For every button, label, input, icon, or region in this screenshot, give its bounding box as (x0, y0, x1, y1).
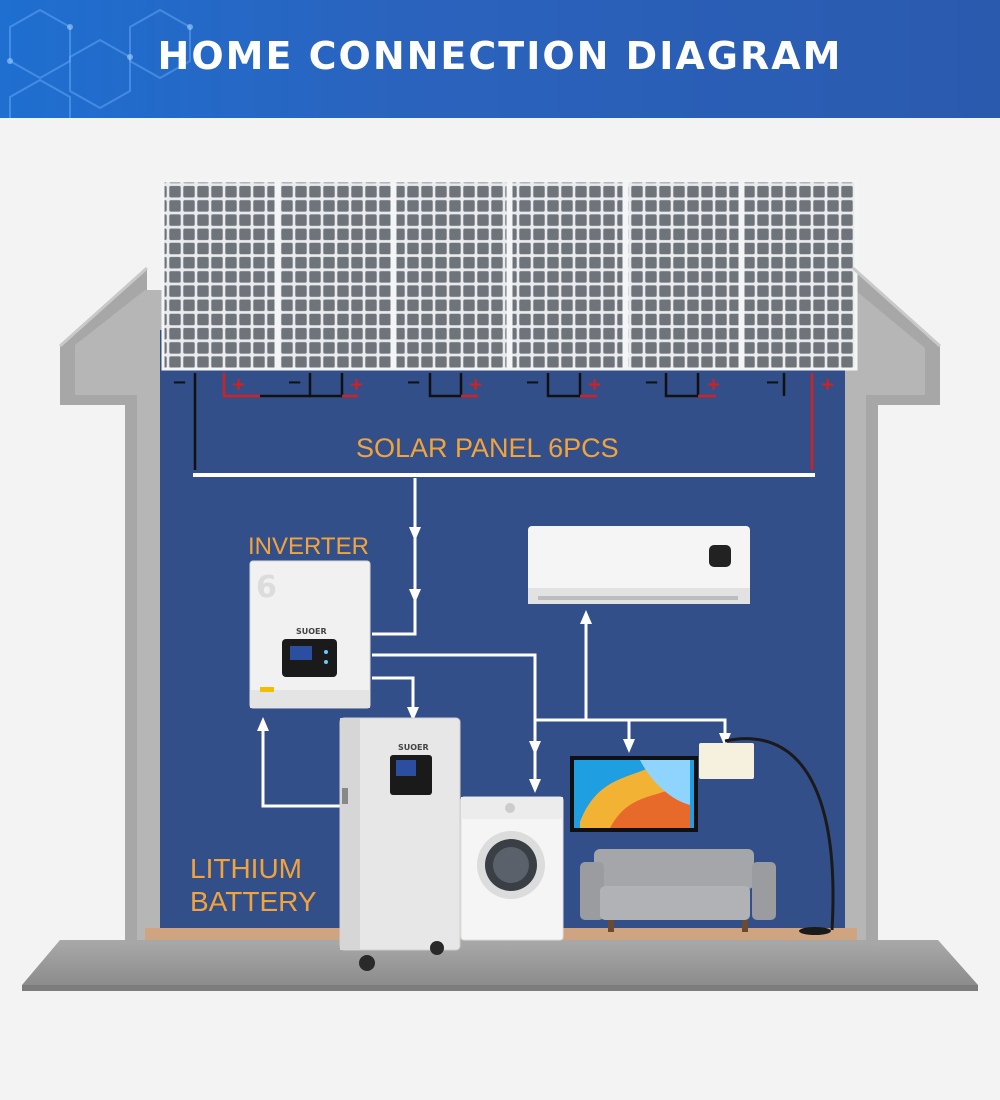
solar-panel-4 (509, 179, 626, 371)
battery-brand: SUOER (398, 743, 429, 752)
terminal-positive-main: + (820, 374, 835, 395)
solar-panel-array (161, 179, 858, 371)
solar-panel-1 (161, 179, 278, 371)
hexagon-pattern (7, 8, 193, 118)
arrow-up-icon (580, 610, 592, 624)
series-wiring (193, 373, 814, 470)
terminal-symbols: − + − + − + − + − + − + (172, 372, 835, 395)
arrow-down-icon (409, 527, 421, 541)
inverter-device: 6 SUOER (249, 560, 371, 709)
terminal-negative-3: − (525, 372, 540, 393)
power-flow-lines (193, 473, 815, 808)
arrow-down-icon (529, 741, 541, 755)
solar-panel-label: SOLAR PANEL 6PCS (356, 433, 619, 463)
solar-panel-5 (625, 179, 742, 371)
terminal-positive-2: + (349, 374, 364, 395)
lithium-battery-label: LITHIUM BATTERY (190, 852, 350, 918)
inverter-label: INVERTER (248, 533, 369, 560)
header-banner: HOME CONNECTION DIAGRAM (0, 0, 1000, 118)
roof-trim (58, 266, 942, 348)
battery-label-line2: BATTERY (190, 886, 317, 917)
arrow-down-icon (409, 589, 421, 603)
washing-machine (460, 796, 564, 941)
terminal-positive-3: + (468, 374, 483, 395)
solar-panel-3 (393, 179, 510, 371)
air-conditioner (528, 526, 750, 604)
inverter-model-mark: 6 (256, 570, 277, 605)
floor-lamp (699, 737, 835, 935)
battery-label-line1: LITHIUM (190, 853, 302, 884)
arrow-down-icon (623, 739, 635, 753)
terminal-negative-5: − (765, 372, 780, 393)
inverter-brand: SUOER (296, 627, 327, 636)
ground-slab (22, 940, 978, 991)
terminal-negative-main: − (172, 372, 187, 393)
terminal-positive-4: + (587, 374, 602, 395)
arrow-down-icon (407, 707, 419, 721)
solar-panel-6 (741, 179, 858, 371)
arrow-down-icon (529, 779, 541, 793)
television (570, 756, 698, 832)
terminal-negative-2: − (406, 372, 421, 393)
terminal-negative-1: − (287, 372, 302, 393)
lithium-battery-device: SUOER (339, 717, 461, 971)
terminal-negative-4: − (644, 372, 659, 393)
arrow-up-icon (257, 717, 269, 731)
terminal-positive-5: + (706, 374, 721, 395)
terminal-positive-1: + (231, 374, 246, 395)
solar-panel-2 (277, 179, 394, 371)
sofa (580, 849, 776, 932)
page-title: HOME CONNECTION DIAGRAM (157, 34, 843, 78)
